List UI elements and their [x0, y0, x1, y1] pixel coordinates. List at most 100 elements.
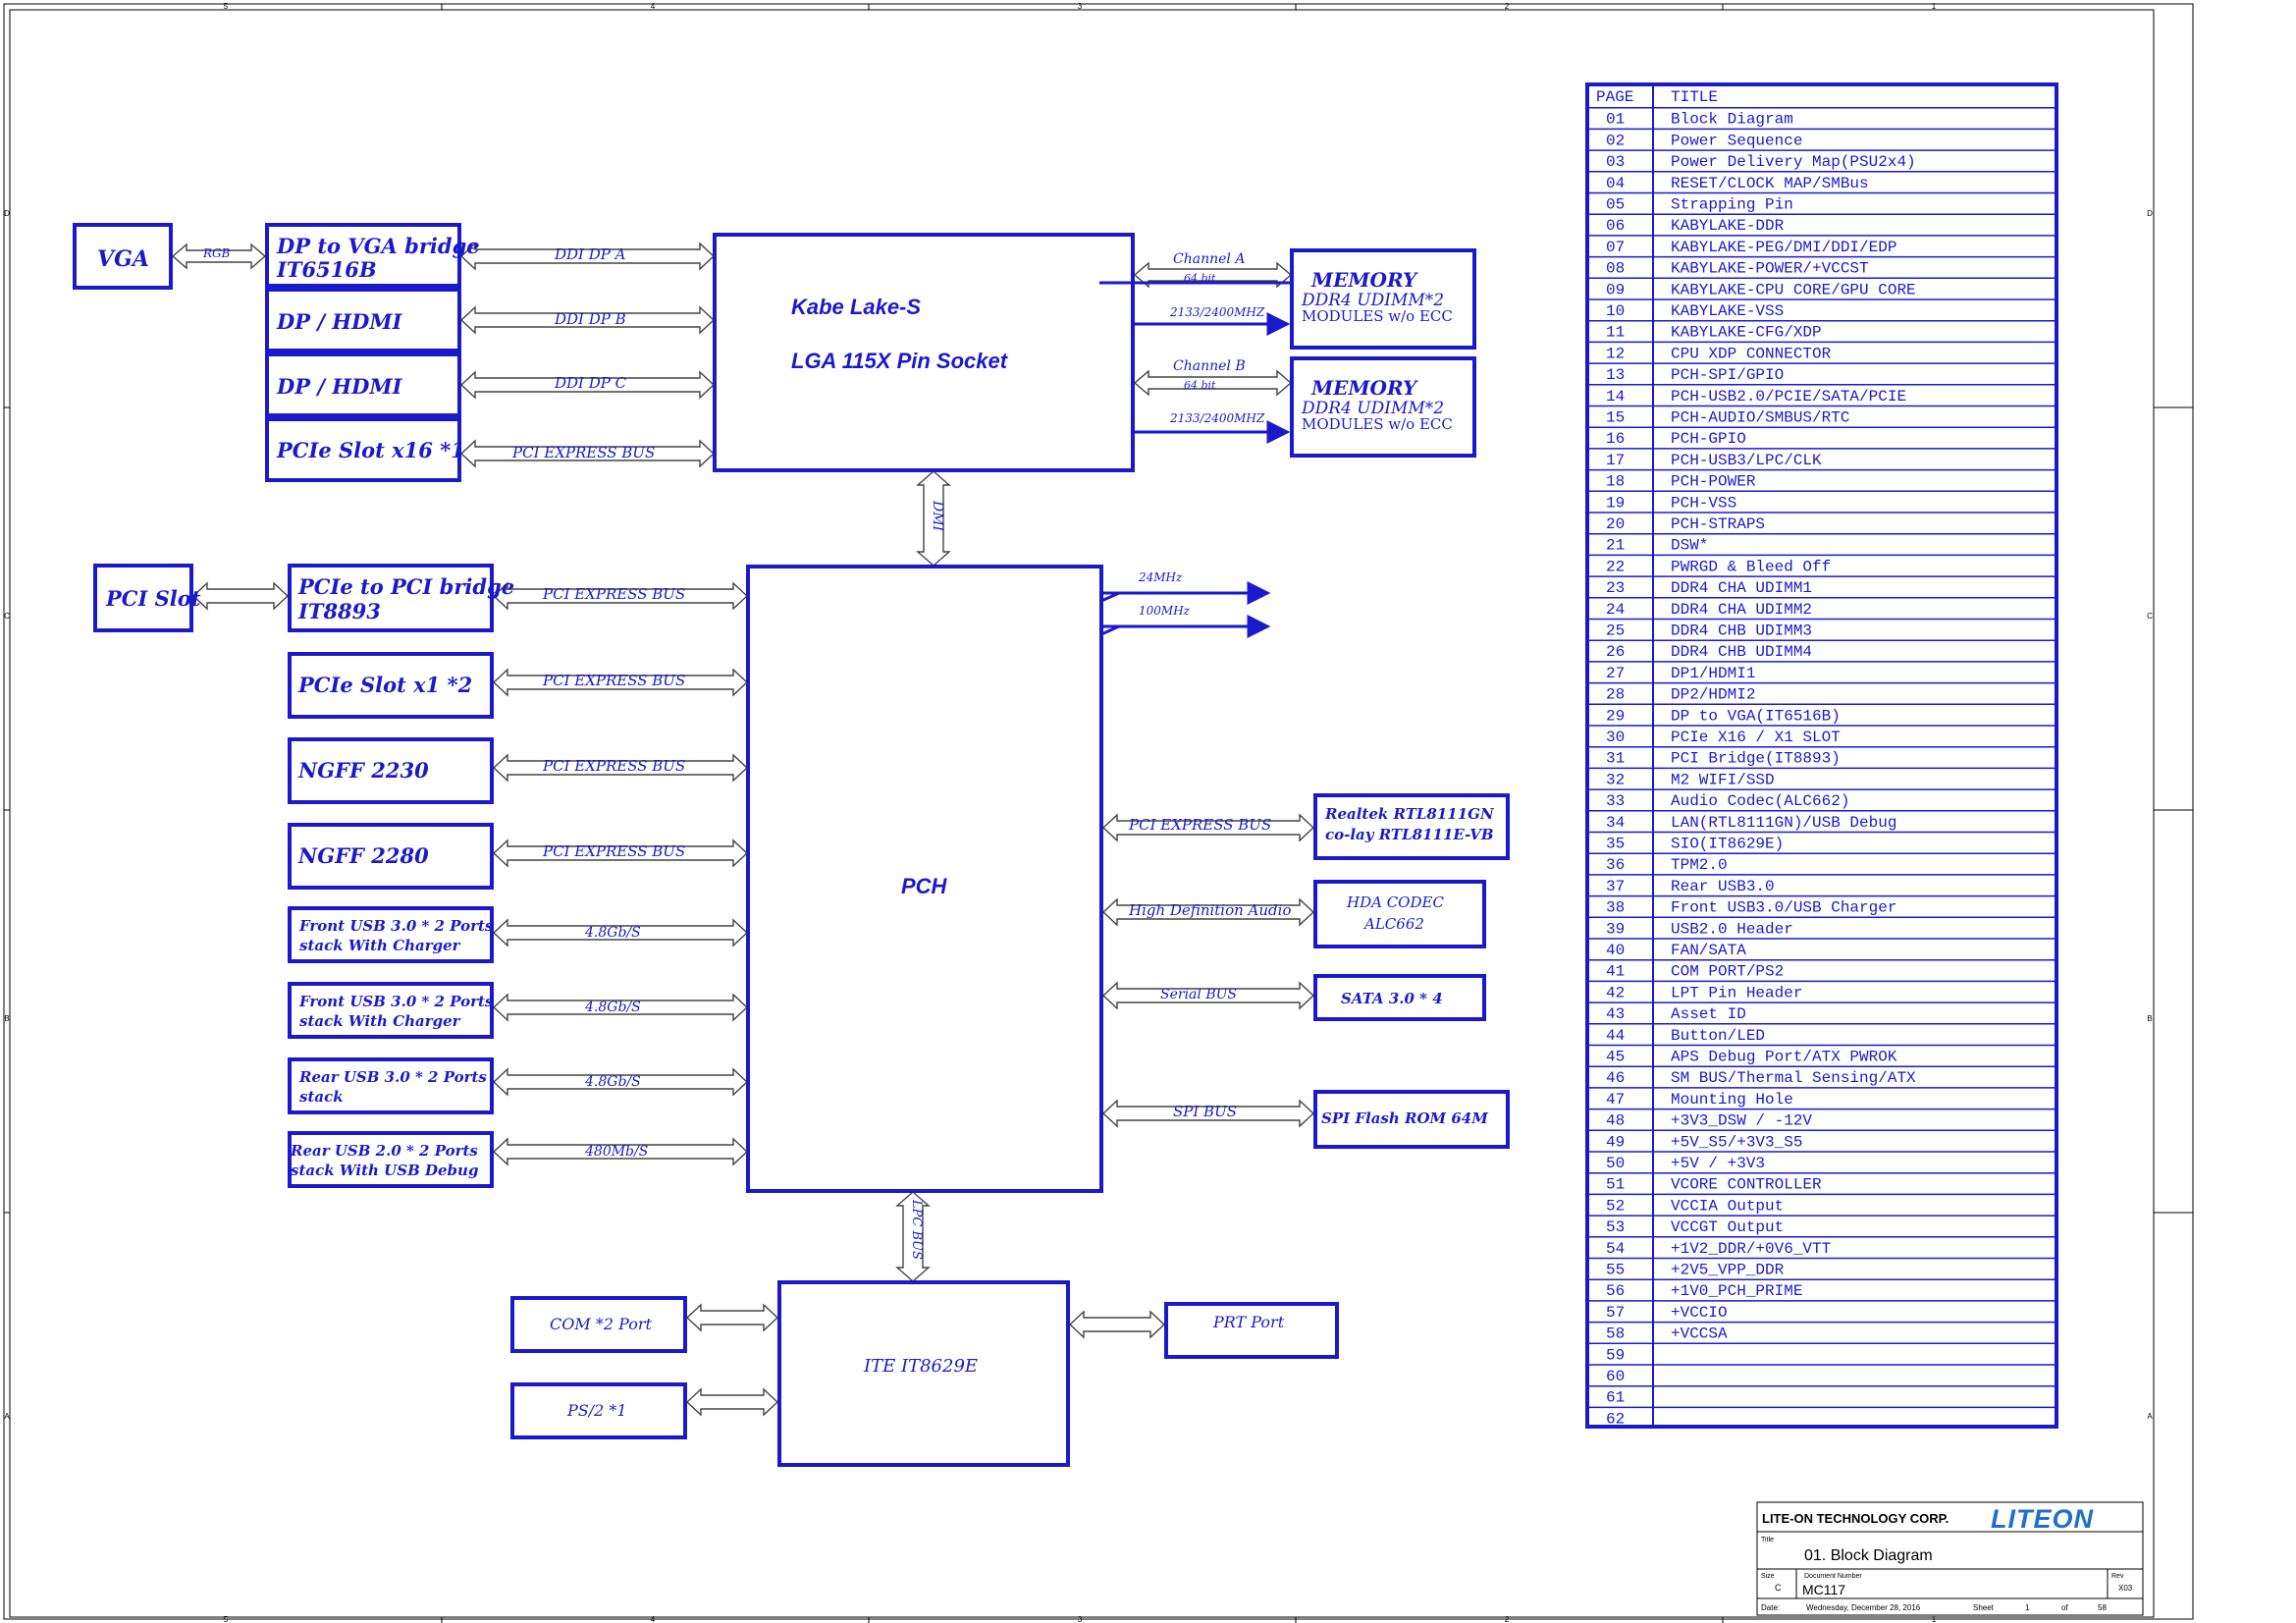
cpu-box: [713, 233, 1135, 472]
sheet-label: Sheet: [1973, 1603, 1995, 1612]
index-page-number: 28: [1606, 686, 1625, 704]
index-page-title: FAN/SATA: [1671, 942, 1746, 959]
col-label: 2: [1505, 2, 1510, 11]
col-label: 4: [651, 1615, 656, 1623]
index-page-title: Button/LED: [1671, 1027, 1765, 1045]
lan-colay: co-lay RTL8111E-VB: [1325, 826, 1494, 843]
index-page-title: PCH-AUDIO/SMBUS/RTC: [1671, 409, 1849, 427]
index-page-title: DDR4 CHB UDIMM3: [1671, 622, 1812, 640]
memory-a-ecc: MODULES w/o ECC: [1302, 307, 1453, 325]
index-page-number: 15: [1606, 409, 1625, 427]
dp-hdmi-2-box: [265, 352, 461, 417]
index-page-title: VCCIA Output: [1671, 1197, 1784, 1215]
index-page-number: 30: [1606, 729, 1625, 746]
index-page-number: 17: [1606, 452, 1625, 469]
pch-label: PCH: [901, 874, 948, 898]
pci-slot-box: [93, 564, 193, 632]
pcie-x1-label: PCIe Slot x1 *2: [297, 673, 472, 697]
index-page-number: 29: [1606, 707, 1625, 725]
row-label: C: [4, 612, 10, 621]
index-page-number: 07: [1606, 239, 1625, 256]
cpu-socket: LGA 115X Pin Socket: [791, 349, 1009, 373]
index-page-title: SM BUS/Thermal Sensing/ATX: [1671, 1069, 1916, 1087]
index-page-number: 50: [1606, 1155, 1625, 1172]
index-page-title: VCCGT Output: [1671, 1218, 1784, 1236]
dp-vga-bridge-label: DP to VGA bridge: [276, 234, 480, 258]
bus-label-dmi: DMI: [930, 500, 945, 532]
sheet-total: 58: [2098, 1603, 2107, 1612]
memory-b-title: MEMORY: [1310, 376, 1418, 400]
frame-labels: 5 4 3 2 1 5 4 3 2 1 D C B A D C B A: [4, 2, 2153, 1623]
index-page-title: VCORE CONTROLLER: [1671, 1176, 1822, 1194]
index-page-number: 10: [1606, 302, 1625, 320]
ps2-bus-arrow: [685, 1387, 779, 1417]
sheet-number: 1: [2025, 1603, 2030, 1612]
dp-vga-bridge-box: [265, 223, 461, 288]
liteon-logo: LITEON: [1991, 1504, 2094, 1534]
docnum-value: MC117: [1802, 1582, 1845, 1597]
col-label: 1: [1932, 2, 1937, 11]
bus-label-pcie-4: PCI EXPRESS BUS: [542, 842, 685, 860]
index-page-number: 62: [1606, 1410, 1625, 1428]
index-page-title: DP1/HDMI1: [1671, 665, 1755, 682]
index-page-title: LAN(RTL8111GN)/USB Debug: [1671, 814, 1896, 832]
index-page-number: 11: [1606, 324, 1625, 342]
index-page-number: 51: [1606, 1176, 1625, 1194]
col-label: 2: [1505, 1615, 1510, 1623]
bus-label-usb-3: 4.8Gb/S: [584, 1074, 641, 1090]
index-page-title: Asset ID: [1671, 1005, 1746, 1023]
row-label: C: [2147, 612, 2153, 621]
date-value: Wednesday, December 28, 2016: [1806, 1603, 1921, 1612]
bus-label-ddi-c: DDI DP C: [554, 374, 627, 392]
ngff-2280-box: [288, 823, 494, 890]
index-page-title: PCH-VSS: [1671, 494, 1736, 512]
index-page-title: +3V3_DSW / -12V: [1671, 1112, 1812, 1130]
col-label: 5: [224, 1615, 229, 1623]
rear-usb2-box: [288, 1131, 494, 1188]
index-page-title: PCH-GPIO: [1671, 430, 1746, 448]
com-port-label: COM *2 Port: [550, 1315, 652, 1333]
index-page-title: +1V0_PCH_PRIME: [1671, 1282, 1802, 1300]
bus-label-pcie-1: PCI EXPRESS BUS: [542, 585, 685, 603]
dp-hdmi-1-label: DP / HDMI: [276, 309, 403, 334]
bus-label-channel-a-freq: 2133/2400MHZ: [1169, 305, 1265, 319]
index-page-title: +1V2_DDR/+0V6_VTT: [1671, 1240, 1831, 1258]
bus-label-channel-b-freq: 2133/2400MHZ: [1169, 411, 1265, 425]
size-label: Size: [1761, 1573, 1775, 1580]
cpu-name: Kabe Lake-S: [791, 295, 921, 319]
of-label: of: [2061, 1603, 2068, 1612]
index-page-title: Strapping Pin: [1671, 196, 1793, 214]
rear-usb3-label: Rear USB 3.0 * 2 Ports: [298, 1068, 487, 1086]
front-usb-2-box: [288, 982, 494, 1039]
index-page-number: 26: [1606, 643, 1625, 661]
memory-b-type: DDR4 UDIMM*2: [1301, 399, 1444, 418]
index-page-number: 43: [1606, 1005, 1625, 1023]
drawing-frame: [3, 3, 2194, 1623]
index-page-number: 21: [1606, 537, 1625, 555]
bus-label-serial: Serial BUS: [1160, 987, 1237, 1002]
spi-rom-box: [1313, 1090, 1510, 1149]
hda-codec-label: HDA CODEC: [1346, 893, 1444, 911]
index-page-number: 38: [1606, 899, 1625, 917]
index-page-number: 37: [1606, 878, 1625, 895]
dp-hdmi-2-label: DP / HDMI: [276, 374, 403, 399]
row-label: B: [2147, 1014, 2152, 1023]
hda-codec-box: [1313, 880, 1486, 948]
index-header-title: TITLE: [1671, 88, 1718, 106]
bus-label-ddi-a: DDI DP A: [554, 245, 626, 263]
index-page-number: 57: [1606, 1304, 1625, 1322]
rear-usb3-sub: stack: [299, 1088, 344, 1106]
index-page-number: 14: [1606, 388, 1625, 406]
index-page-title: PCI Bridge(IT8893): [1671, 750, 1841, 768]
index-page-title: DSW*: [1671, 537, 1708, 555]
index-page-number: 39: [1606, 920, 1625, 938]
index-page-title: DP to VGA(IT6516B): [1671, 707, 1841, 725]
index-page-number: 56: [1606, 1282, 1625, 1300]
index-page-number: 59: [1606, 1346, 1625, 1364]
index-page-number: 60: [1606, 1368, 1625, 1385]
block-labels: VGA DP to VGA bridge IT6516B DP / HDMI D…: [97, 234, 1495, 1420]
index-page-title: PCIe X16 / X1 SLOT: [1671, 729, 1841, 746]
col-label: 3: [1078, 2, 1083, 11]
bus-label-pcie-2: PCI EXPRESS BUS: [542, 672, 685, 689]
